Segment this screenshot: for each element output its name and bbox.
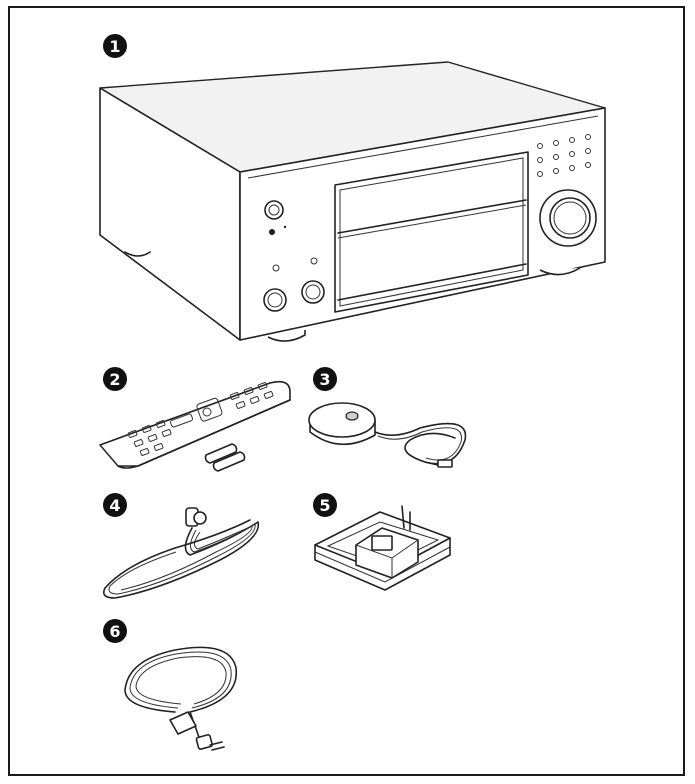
item-2-number: 2 [103,367,127,391]
am-loop-antenna-icon [314,505,451,591]
accessories-frame [8,6,685,776]
item-5-number: 5 [313,493,337,517]
item-3-number: 3 [313,367,337,391]
calibration-microphone-icon [308,402,467,468]
av-receiver-icon [99,61,606,342]
item-1-number: 1 [103,34,127,58]
fm-antenna-icon [102,507,260,599]
remote-control-icon [99,380,291,472]
power-cord-icon [124,646,238,751]
item-4-number: 4 [103,493,127,517]
item-6-number: 6 [103,619,127,643]
